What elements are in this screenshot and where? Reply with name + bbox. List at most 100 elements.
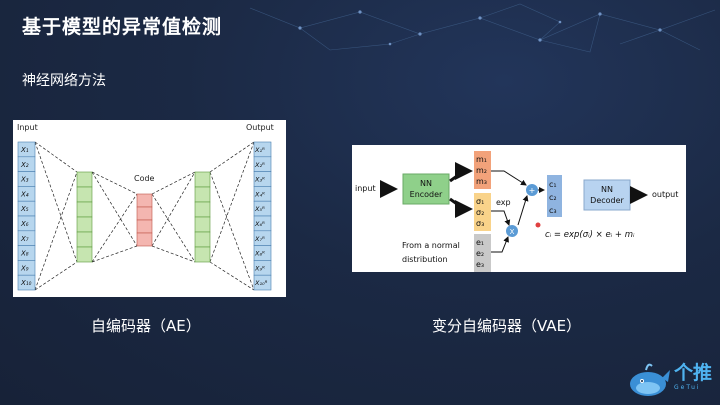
ae-connection-line [34,171,78,291]
logo-subtext: GeTui [674,384,701,391]
vae-sigma-1: σ₁ [476,197,484,206]
ae-output-label-7: X₇ᴿ [254,235,265,243]
vae-exp-label: exp [496,198,511,207]
ae-input-label-6: X₆ [20,220,29,228]
vae-arrow-to-means [449,162,473,183]
vae-decoder-line2: Decoder [590,196,624,205]
ae-encoder-layer-cell [76,201,93,218]
vae-epsilon-2: e₂ [476,249,484,258]
vae-line-eps-to-times [491,236,509,253]
caption-autoencoder: 自编码器（AE） [91,317,201,335]
slide-subtitle: 神经网络方法 [22,73,106,89]
ae-encoder-layer-cell [76,246,93,263]
vae-normal-line1: From a normal [402,241,460,250]
ae-connection-line [34,141,78,173]
ae-output-label-3: X₃ᴿ [254,176,265,184]
ae-input-label: Input [17,123,38,132]
ae-output-label-6: X₆ᴿ [254,220,265,228]
whale-icon [630,363,670,396]
ae-output-label-9: X₉ᴿ [254,264,265,272]
ae-code-layer-cell [136,206,153,221]
network-background [249,3,716,53]
ae-connection-line [34,261,78,291]
ae-connection-line [209,141,255,173]
vae-line-mean-to-plus [491,170,527,186]
ae-decoder-layer-cell [194,201,211,218]
ae-output-label-1: X₁ᴿ [254,146,265,154]
vae-red-dot [535,222,541,228]
vae-mean-3: m₃ [476,177,487,186]
ae-encoder-layer-cell [76,231,93,248]
ae-decoder-layer-cell [194,171,211,188]
ae-input-label-5: X₅ [20,205,29,213]
vae-encoder-line1: NN [420,179,432,188]
vae-sigma-3: σ₃ [476,219,484,228]
ae-decoder-layer-cell [194,231,211,248]
vae-mean-2: m₂ [476,166,487,175]
ae-connection-line [34,141,78,263]
vae-normal-line2: distribution [402,255,448,264]
ae-input-label-7: X₇ [20,235,29,243]
ae-layers [76,171,211,263]
vae-plus-node [526,184,538,196]
ae-connection-line [91,171,138,195]
ae-connection-line [151,171,196,195]
ae-input-label-9: X₉ [20,264,29,272]
ae-connection-line [151,171,196,247]
slide-title: 基于模型的异常值检测 [22,16,223,38]
vae-encoder-box [402,173,450,205]
ae-code-layer-cell [136,193,153,208]
ae-input-label-3: X₃ [20,176,29,184]
logo-name: 个推 [674,362,713,384]
ae-code-label: Code [134,174,155,183]
ae-input-cell [17,274,36,291]
ae-connection-line [91,171,138,247]
ae-encoder-layer-cell [76,216,93,233]
vae-sigma-2: σ₂ [476,208,484,217]
vae-epsilon-3: e₃ [476,260,484,269]
ae-output-label-4: X₄ᴿ [254,190,265,198]
ae-code-layer-cell [136,232,153,247]
vae-output-label: output [652,190,678,199]
vae-code-2: c₂ [549,193,557,202]
vae-plus-label: + [529,186,536,195]
vae-line-sigma-to-times [491,210,511,226]
ae-connection-line [209,171,255,291]
ae-output-label-8: X₈ᴿ [254,250,265,258]
ae-connection-line [91,193,138,263]
ae-input-label-1: X₁ [20,146,29,154]
ae-decoder-layer-cell [194,246,211,263]
ae-encoder-layer-cell [76,186,93,203]
vae-decoder-box [583,179,631,211]
getui-logo [630,363,670,396]
vae-formula: cᵢ = exp(σᵢ) × eᵢ + mᵢ [545,230,635,240]
ae-output-label-2: X₂ᴿ [254,161,265,169]
ae-code-layer-cell [136,219,153,234]
ae-connection-line [91,245,138,263]
vae-input-label: input [355,184,376,193]
vae-code-1: c₁ [549,180,557,189]
ae-input-label-4: X₄ [20,190,29,198]
ae-output-label-5: X₅ᴿ [254,205,265,213]
ae-input-label-8: X₈ [20,250,29,258]
vae-line-times-to-plus [517,195,529,226]
vae-sigmas-box [474,193,491,231]
ae-connections [34,141,255,291]
ae-connection-line [209,141,255,263]
vae-times-label: X [510,228,515,236]
ae-output-label: Output [246,123,274,132]
vae-codes-box [547,175,562,217]
ae-input-label-10: X₁₀ [20,279,32,287]
caption-vae: 变分自编码器（VAE） [432,317,582,335]
autoencoder-figure: Input Output Code X₁X₂X₃X₄X₅X₆X₇X₈X₉X₁₀ … [13,120,286,297]
vae-figure: input NN Encoder m₁ m₂ m₃ σ₁ σ₂ σ₃ e₁ e₂… [352,145,686,272]
vae-mean-1: m₁ [476,155,487,164]
ae-output-cell [253,274,272,291]
vae-decoder-line1: NN [601,185,613,194]
ae-connection-line [209,261,255,291]
ae-connection-line [151,193,196,263]
vae-epsilons-box [474,234,491,272]
